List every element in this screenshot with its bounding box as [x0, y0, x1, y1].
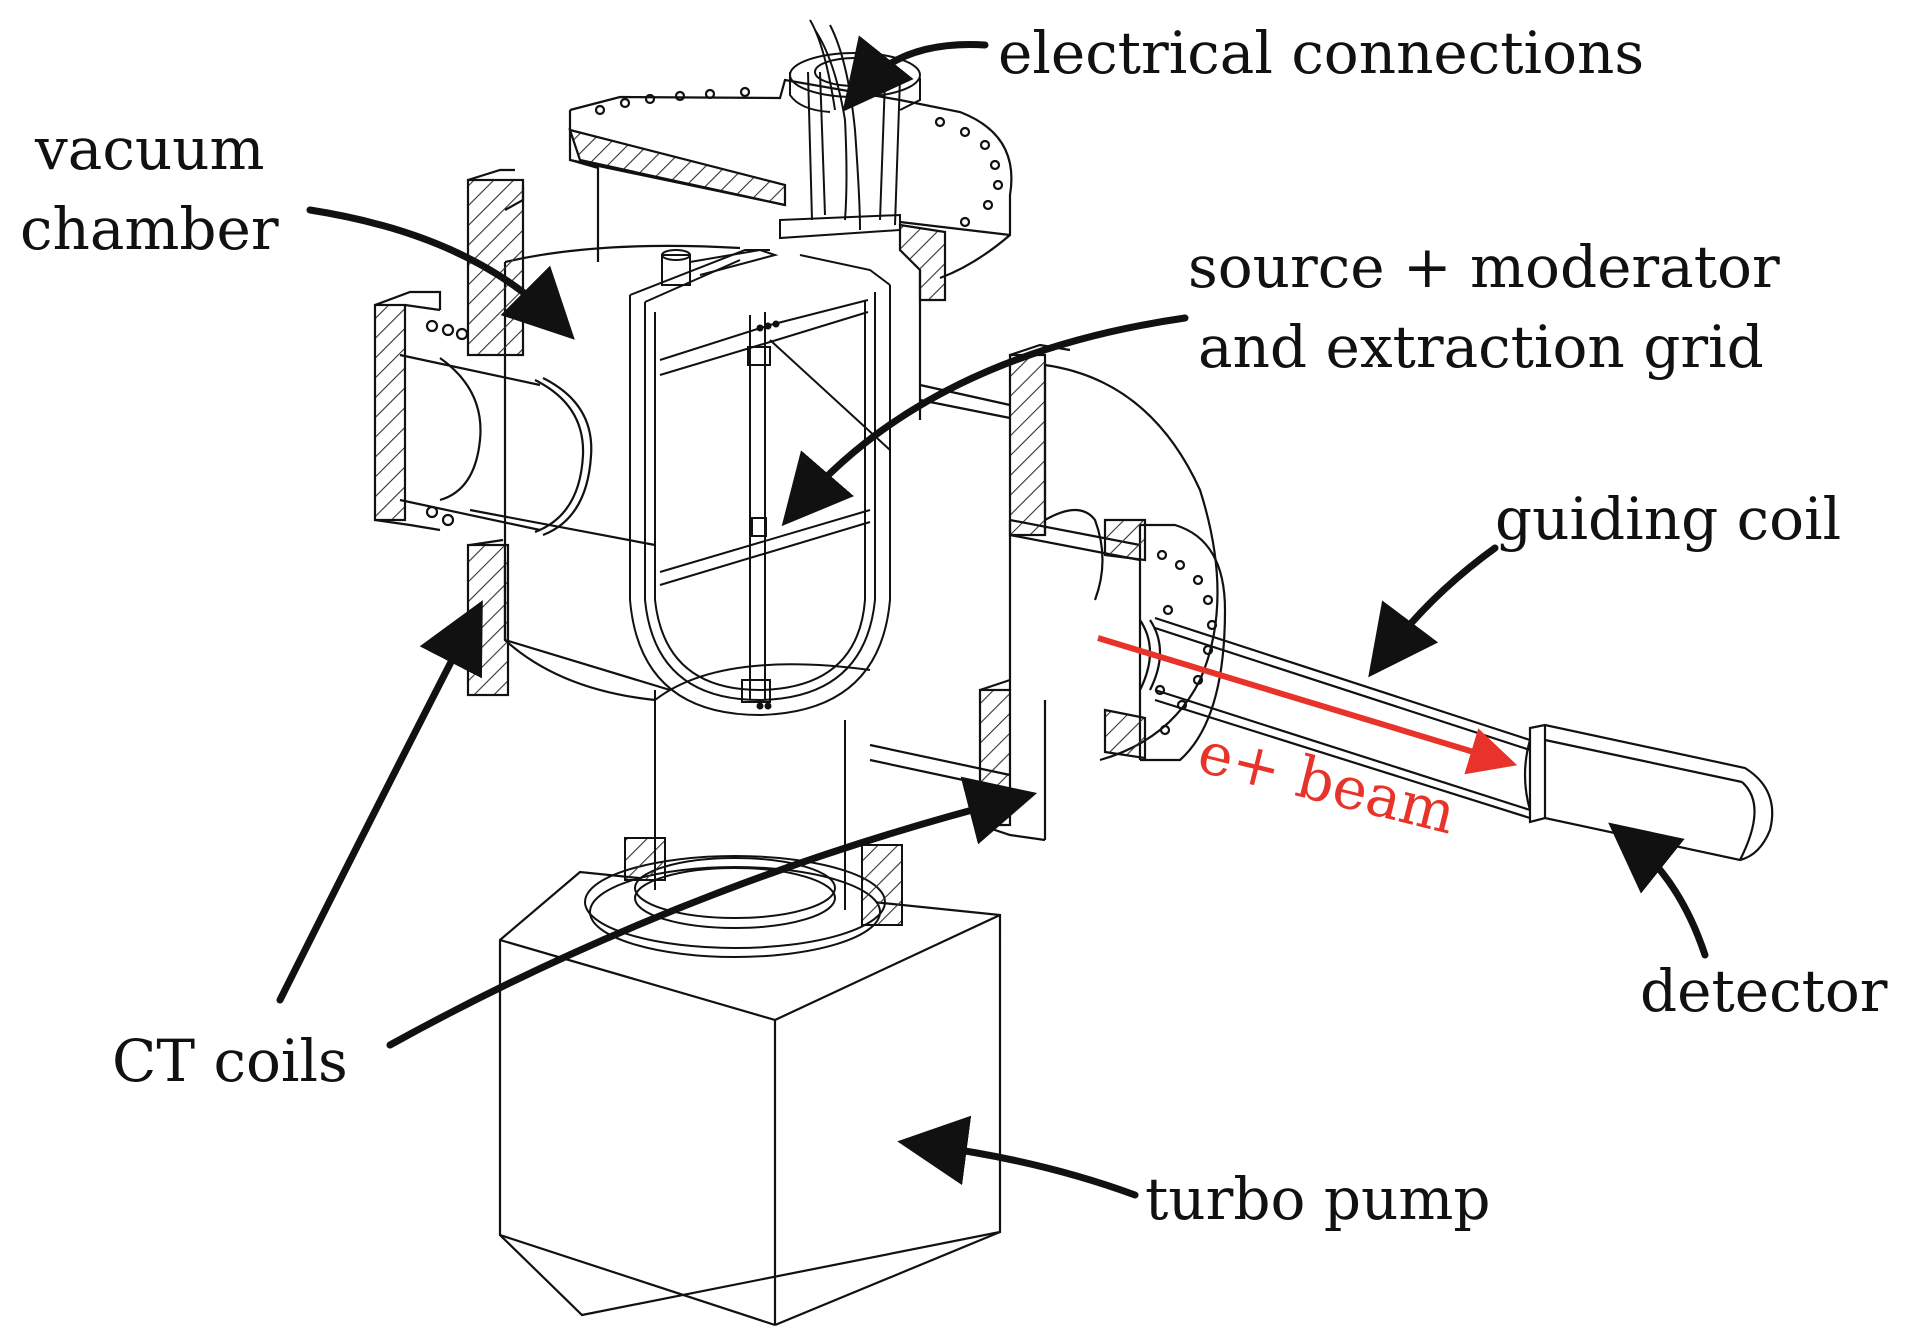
- arrow-guiding-coil: [1368, 544, 1499, 678]
- label-ct-coils: CT coils: [112, 1027, 348, 1095]
- arrow-source-moderator: [781, 314, 1189, 527]
- right-port: [869, 343, 1227, 842]
- label-source-moderator: source + moderator: [1188, 233, 1780, 301]
- feedthrough: [779, 19, 921, 240]
- arrow-vacuum-chamber: [306, 206, 575, 340]
- inner-frame: [629, 248, 891, 717]
- arrow-ct-coils-left: [276, 600, 483, 1004]
- arrow-electrical-connections: [842, 35, 989, 112]
- label-chamber: chamber: [20, 195, 279, 263]
- bottom-tube: [654, 663, 871, 910]
- bottom-flange: [584, 837, 903, 958]
- detector-body: [1523, 723, 1774, 862]
- top-lid: [568, 78, 1013, 302]
- label-vacuum: vacuum: [35, 115, 265, 183]
- label-turbo-pump: turbo pump: [1145, 1165, 1491, 1233]
- label-detector: detector: [1640, 957, 1888, 1025]
- positron-beam-arrow: [1097, 635, 1518, 775]
- label-extraction-grid: and extraction grid: [1198, 313, 1764, 381]
- label-guiding-coil: guiding coil: [1495, 485, 1842, 553]
- arrow-ct-coils-right: [386, 776, 1038, 1049]
- label-electrical-connections: electrical connections: [998, 19, 1645, 87]
- arrow-detector: [1608, 822, 1709, 959]
- turbo-pump-box: [498, 870, 1002, 1327]
- arrow-turbo-pump: [897, 1115, 1139, 1199]
- annotation-arrows: [276, 35, 1709, 1199]
